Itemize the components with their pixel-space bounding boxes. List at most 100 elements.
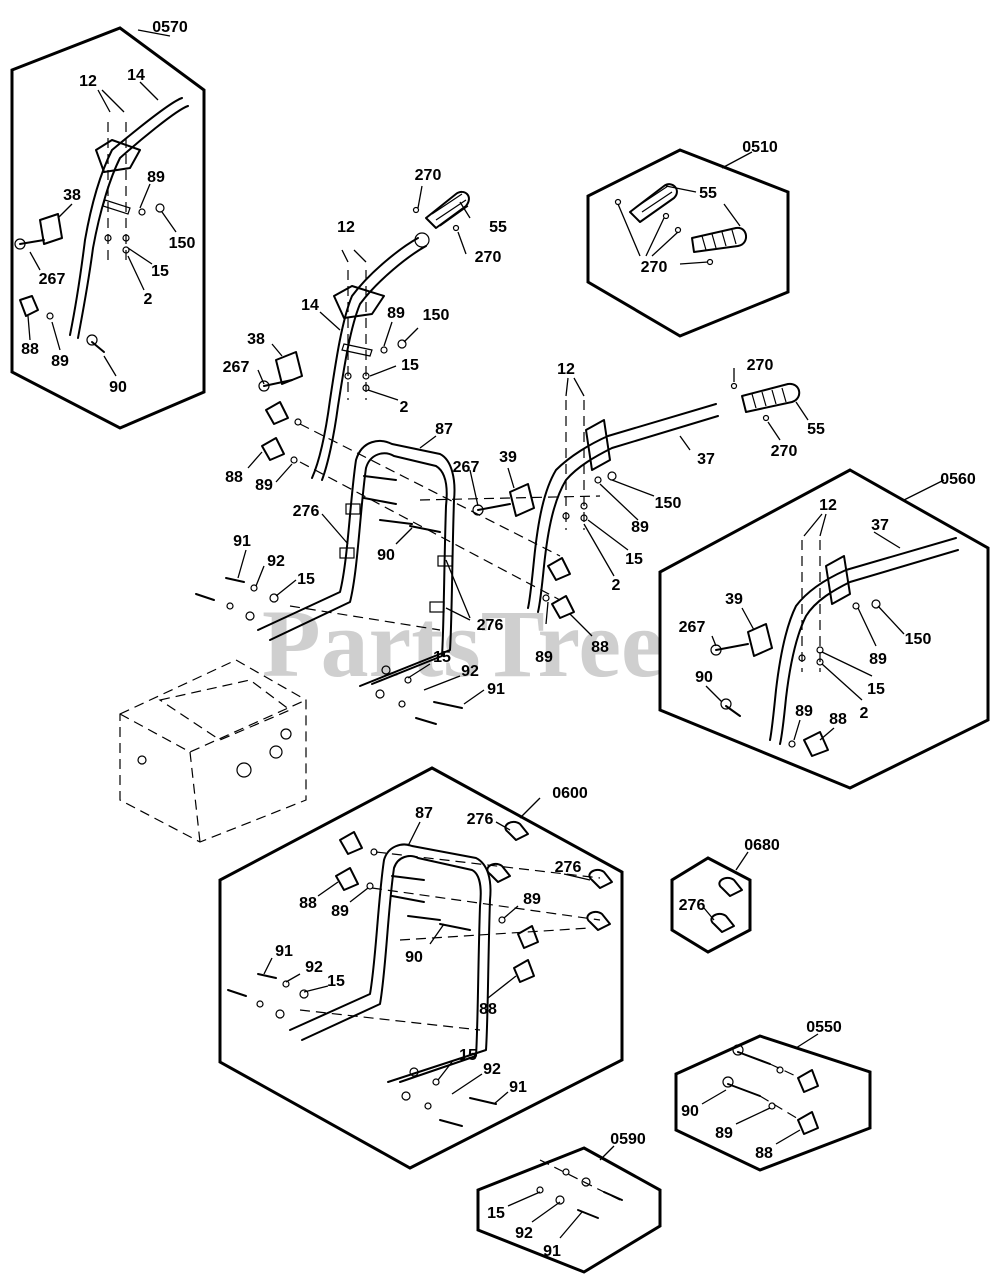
part-label-89: 89 [331,903,349,920]
part-label-15: 15 [459,1047,477,1064]
kit-label-0550: 0550 [806,1019,842,1036]
part-label-89: 89 [715,1125,733,1142]
part-label-89: 89 [535,649,553,666]
part-label-150: 150 [905,631,932,648]
part-label-87: 87 [435,421,453,438]
part-label-89: 89 [51,353,69,370]
part-label-267: 267 [679,619,706,636]
part-label-88: 88 [591,639,609,656]
part-label-90: 90 [695,669,713,686]
part-label-150: 150 [423,307,450,324]
part-label-89: 89 [631,519,649,536]
part-label-270: 270 [771,443,798,460]
part-label-90: 90 [405,949,423,966]
kit-0570[interactable]: 0570 12 14 38 89 150 15 2 267 88 89 90 [10,19,206,430]
part-label-267: 267 [223,359,250,376]
kit-label-0560: 0560 [940,471,976,488]
part-label-14: 14 [301,297,319,314]
part-label-92: 92 [305,959,323,976]
part-label-276: 276 [477,617,504,634]
part-label-87: 87 [415,805,433,822]
kit-label-0590: 0590 [610,1131,646,1148]
part-label-270: 270 [415,167,442,184]
part-label-91: 91 [233,533,251,550]
kit-0680[interactable]: 0680 276 [670,837,780,954]
part-label-88: 88 [299,895,317,912]
kit-0590[interactable]: 0590 15 92 91 [476,1131,662,1274]
part-label-15: 15 [327,973,345,990]
part-label-276: 276 [679,897,706,914]
part-label-88: 88 [21,341,39,358]
part-label-15: 15 [487,1205,505,1222]
part-label-39: 39 [499,449,517,466]
watermark-text: PartsTree [262,590,664,697]
part-label-89: 89 [147,169,165,186]
part-label-37: 37 [697,451,715,468]
part-label-270: 270 [641,259,668,276]
kit-0560[interactable]: 0560 12 37 39 267 150 89 15 2 90 89 88 [658,468,990,790]
part-label-89: 89 [795,703,813,720]
part-label-89: 89 [255,477,273,494]
part-label-92: 92 [515,1225,533,1242]
part-label-15: 15 [297,571,315,588]
part-label-2: 2 [400,399,409,416]
part-label-150: 150 [655,495,682,512]
part-label-15: 15 [151,263,169,280]
part-label-12: 12 [557,361,575,378]
part-label-38: 38 [63,187,81,204]
part-label-12: 12 [79,73,97,90]
kit-label-0680: 0680 [744,837,780,854]
part-label-91: 91 [487,681,505,698]
part-label-270: 270 [475,249,502,266]
part-label-92: 92 [461,663,479,680]
part-label-38: 38 [247,331,265,348]
chassis-frame [119,659,307,843]
part-label-2: 2 [144,291,153,308]
part-label-14: 14 [127,67,145,84]
part-label-2: 2 [612,577,621,594]
kit-0510[interactable]: 0510 55 270 [586,139,790,338]
kit-0550[interactable]: 0550 90 89 88 [674,1019,872,1172]
part-label-88: 88 [225,469,243,486]
kit-label-0570: 0570 [152,19,188,36]
part-label-15: 15 [401,357,419,374]
part-label-39: 39 [725,591,743,608]
main-assembly[interactable]: 270 55 270 12 14 89 150 15 2 38 267 88 8… [195,167,825,725]
part-label-15: 15 [625,551,643,568]
part-label-90: 90 [681,1103,699,1120]
part-label-88: 88 [479,1001,497,1018]
part-label-270: 270 [747,357,774,374]
part-label-12: 12 [337,219,355,236]
kit-label-0510: 0510 [742,139,778,156]
part-label-15: 15 [433,649,451,666]
kit-label-0600: 0600 [552,785,588,802]
part-label-92: 92 [267,553,285,570]
part-label-89: 89 [869,651,887,668]
part-label-2: 2 [860,705,869,722]
part-label-92: 92 [483,1061,501,1078]
part-label-267: 267 [453,459,480,476]
part-label-91: 91 [543,1243,561,1260]
part-label-89: 89 [523,891,541,908]
kit-0600[interactable]: 0600 87 276 276 88 89 89 90 88 91 92 15 … [218,766,624,1170]
part-label-12: 12 [819,497,837,514]
part-label-276: 276 [293,503,320,520]
part-label-88: 88 [755,1145,773,1162]
part-label-55: 55 [807,421,825,438]
part-label-15: 15 [867,681,885,698]
part-label-55: 55 [699,185,717,202]
part-label-90: 90 [109,379,127,396]
part-label-37: 37 [871,517,889,534]
part-label-88: 88 [829,711,847,728]
part-label-267: 267 [39,271,66,288]
part-label-91: 91 [509,1079,527,1096]
part-label-89: 89 [387,305,405,322]
part-label-276: 276 [555,859,582,876]
part-label-276: 276 [467,811,494,828]
part-label-55: 55 [489,219,507,236]
part-label-150: 150 [169,235,196,252]
part-label-91: 91 [275,943,293,960]
part-label-90: 90 [377,547,395,564]
